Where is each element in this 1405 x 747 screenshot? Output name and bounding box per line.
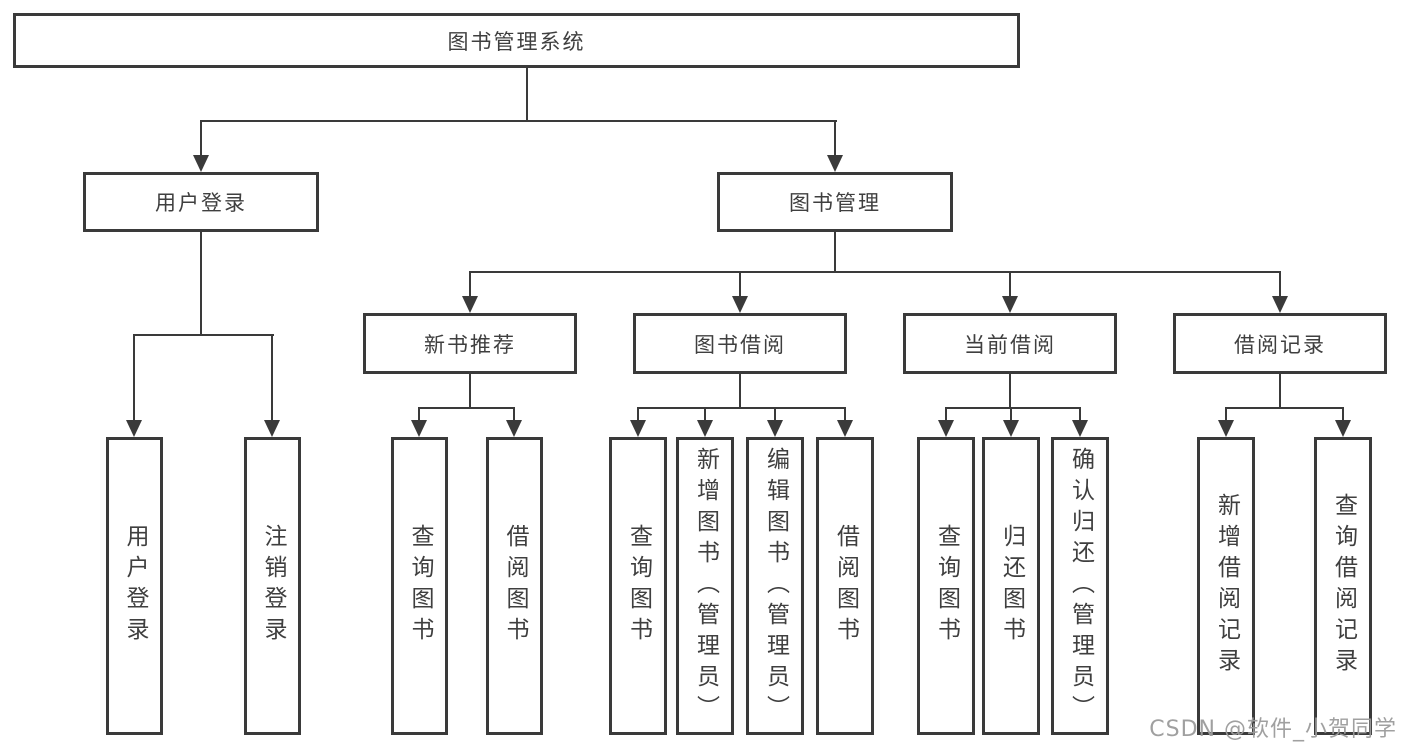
leaf-label: 借阅图书	[502, 524, 528, 648]
node-book-borrowing: 图书借阅	[633, 313, 847, 374]
leaf-label: 查询图书	[407, 524, 433, 648]
connector-line	[526, 67, 528, 121]
connector-line	[739, 374, 741, 409]
leaf-query-books: 查询图书	[609, 437, 667, 735]
connector-line	[271, 334, 273, 420]
connector-line	[945, 407, 1080, 409]
leaf-label: 新增借阅记录	[1213, 493, 1240, 679]
arrow-down-icon	[1002, 296, 1018, 313]
connector-line	[200, 232, 202, 336]
connector-line	[1010, 407, 1012, 422]
connector-line	[1279, 271, 1281, 298]
leaf-query-books: 查询图书	[391, 437, 448, 735]
arrow-down-icon	[732, 296, 748, 313]
connector-line	[200, 120, 202, 157]
connector-line	[469, 271, 471, 298]
connector-line	[1079, 407, 1081, 422]
leaf-add-borrow-record: 新增借阅记录	[1197, 437, 1255, 735]
arrow-down-icon	[630, 420, 646, 437]
connector-line	[513, 407, 515, 422]
leaf-label: 注销登录	[260, 524, 286, 648]
arrow-down-icon	[1003, 420, 1019, 437]
leaf-borrow-books: 借阅图书	[816, 437, 874, 735]
connector-line	[844, 407, 846, 422]
arrow-down-icon	[767, 420, 783, 437]
connector-line	[133, 334, 135, 420]
node-label: 图书借阅	[694, 332, 786, 357]
leaf-add-books-admin: 新增图书（管理员）	[676, 437, 734, 735]
leaf-label: 查询图书	[933, 524, 960, 648]
leaf-return-books: 归还图书	[982, 437, 1040, 735]
arrow-down-icon	[938, 420, 954, 437]
leaf-edit-books-admin: 编辑图书（管理员）	[746, 437, 804, 735]
leaf-label: 新增图书（管理员）	[692, 446, 719, 726]
arrow-down-icon	[462, 296, 478, 313]
leaf-user-login: 用户登录	[106, 437, 163, 735]
connector-line	[739, 271, 741, 298]
connector-line	[704, 407, 706, 422]
connector-line	[469, 271, 1281, 273]
leaf-label: 查询借阅记录	[1330, 493, 1357, 679]
arrow-down-icon	[126, 420, 142, 437]
connector-line	[1009, 271, 1011, 298]
connector-line	[418, 407, 420, 422]
connector-line	[834, 120, 836, 157]
leaf-query-books: 查询图书	[917, 437, 975, 735]
arrow-down-icon	[264, 420, 280, 437]
leaf-label: 用户登录	[122, 524, 148, 648]
connector-line	[774, 407, 776, 422]
connector-line	[1225, 407, 1227, 422]
node-current-borrowing: 当前借阅	[903, 313, 1117, 374]
leaf-logout: 注销登录	[244, 437, 301, 735]
node-label: 新书推荐	[424, 332, 516, 357]
connector-line	[1342, 407, 1344, 422]
connector-line	[1279, 374, 1281, 409]
leaf-confirm-return-admin: 确认归还（管理员）	[1051, 437, 1109, 735]
connector-line	[637, 407, 639, 422]
connector-line	[1225, 407, 1343, 409]
leaf-query-borrow-record: 查询借阅记录	[1314, 437, 1372, 735]
node-label: 图书管理系统	[447, 29, 586, 54]
node-user-login: 用户登录	[83, 172, 319, 232]
arrow-down-icon	[697, 420, 713, 437]
connector-line	[418, 407, 515, 409]
connector-line	[469, 374, 471, 409]
node-library-management-system: 图书管理系统	[13, 13, 1020, 68]
node-new-book-recommendation: 新书推荐	[363, 313, 577, 374]
leaf-label: 归还图书	[998, 524, 1025, 648]
leaf-borrow-books: 借阅图书	[486, 437, 543, 735]
arrow-down-icon	[1072, 420, 1088, 437]
node-label: 图书管理	[789, 191, 881, 215]
leaf-label: 确认归还（管理员）	[1067, 446, 1094, 726]
connector-line	[1009, 374, 1011, 409]
arrow-down-icon	[506, 420, 522, 437]
node-book-management: 图书管理	[717, 172, 953, 232]
arrow-down-icon	[1272, 296, 1288, 313]
node-borrowing-records: 借阅记录	[1173, 313, 1387, 374]
arrow-down-icon	[827, 155, 843, 172]
node-label: 借阅记录	[1234, 332, 1326, 357]
connector-line	[834, 232, 836, 273]
connector-line	[637, 407, 845, 409]
connector-line	[133, 334, 274, 336]
leaf-label: 查询图书	[625, 524, 652, 648]
arrow-down-icon	[1335, 420, 1351, 437]
arrow-down-icon	[1218, 420, 1234, 437]
arrow-down-icon	[411, 420, 427, 437]
leaf-label: 编辑图书（管理员）	[762, 446, 789, 726]
connector-line	[945, 407, 947, 422]
arrow-down-icon	[193, 155, 209, 172]
connector-line	[200, 120, 837, 122]
arrow-down-icon	[837, 420, 853, 437]
leaf-label: 借阅图书	[832, 524, 859, 648]
node-label: 当前借阅	[964, 332, 1056, 357]
node-label: 用户登录	[155, 191, 247, 215]
csdn-watermark: CSDN @软件_小贺同学	[1149, 717, 1397, 742]
